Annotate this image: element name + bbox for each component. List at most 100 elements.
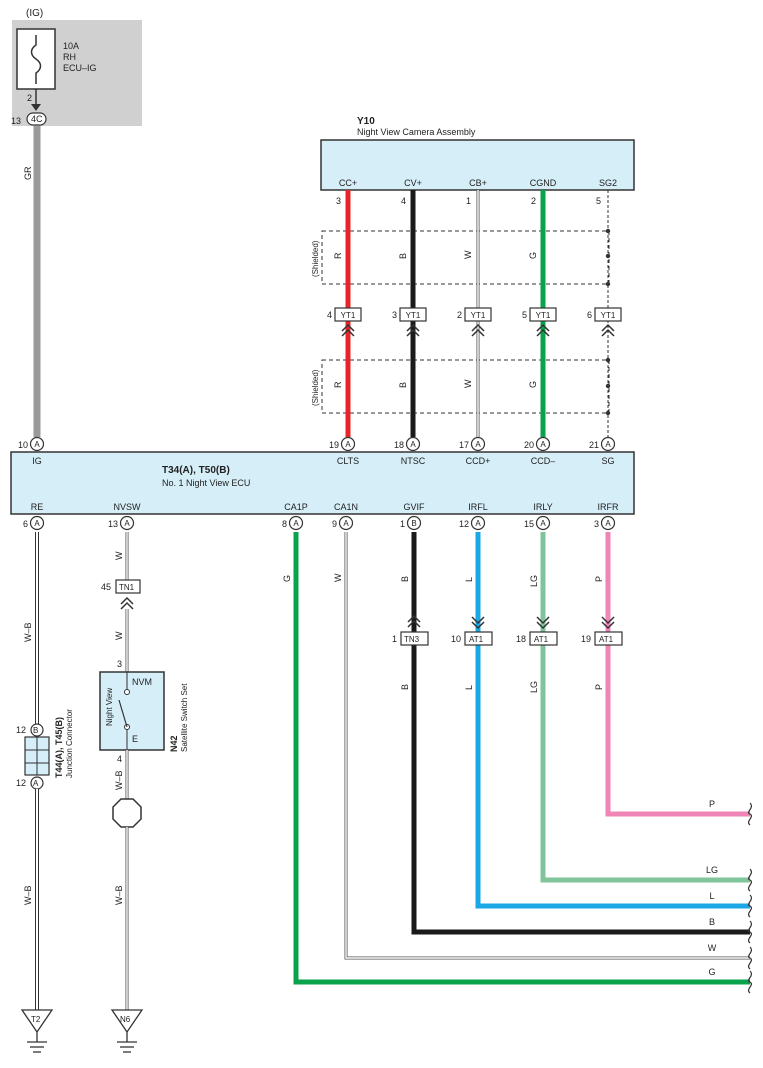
ecu-bottom-pin-circle <box>406 515 422 531</box>
ecu-bottom-pin-circle <box>288 515 304 531</box>
irfr-wire <box>605 532 750 817</box>
connector-at1-irfl: AT1 10 <box>451 616 493 646</box>
camera-wire-code: W <box>463 250 473 259</box>
camera-wire-code: R <box>333 252 343 259</box>
connector-4c-label: 4C <box>31 114 43 124</box>
connector-tn1 <box>115 579 141 594</box>
camera-wire-code: W <box>463 379 473 388</box>
ecu-bottom-pin-circle <box>119 515 135 531</box>
ecu-bottom-pin-number: 9 <box>332 519 337 529</box>
fuse-side: RH <box>63 52 76 62</box>
ca1n-wire-code: W <box>333 573 343 582</box>
ecu-box <box>10 451 635 515</box>
camera-pin-name: CGND <box>530 178 557 188</box>
shield-box-lower <box>321 359 610 414</box>
switch-id: N42 <box>169 735 179 752</box>
ecu-top-pin-conn: A <box>345 440 351 449</box>
ecu-top-pin-conn: A <box>540 440 546 449</box>
chevron-up-icon <box>601 323 615 337</box>
camera-pin-name: SG2 <box>599 178 617 188</box>
camera-id: Y10 <box>357 116 375 127</box>
connector-4c <box>26 112 47 126</box>
chevron-up-icon <box>406 323 420 337</box>
camera-pin-name: CB+ <box>469 178 487 188</box>
svg-text:19: 19 <box>581 634 591 644</box>
ecu-bottom-pin-number: 3 <box>594 519 599 529</box>
svg-text:1: 1 <box>392 634 397 644</box>
ecu-bottom-pin-conn: B <box>411 519 416 528</box>
ecu-top-pin-circle <box>470 436 486 452</box>
ground-n6-label: N6 <box>120 1015 131 1024</box>
ecu-top-pin-circle <box>340 436 356 452</box>
ground-t2-label: T2 <box>31 1015 41 1024</box>
ecu-top-pin-name: CCD+ <box>466 456 491 466</box>
ecu-top-pin-name: IG <box>32 456 42 466</box>
connector-yt1-label: YT1 <box>601 311 616 320</box>
ecu-bottom-pin-name: CA1P <box>284 502 308 512</box>
svg-text:AT1: AT1 <box>469 635 484 644</box>
connector-at1-irly: AT1 18 <box>516 616 558 646</box>
camera-wire-code: B <box>398 382 408 388</box>
irfl-wire <box>475 532 750 909</box>
ecu-bottom-pin-conn: A <box>293 519 299 528</box>
ecu-bottom-pin-number: 8 <box>282 519 287 529</box>
camera-pin-number: 1 <box>466 196 471 206</box>
ecu-bottom-pin-conn: A <box>343 519 349 528</box>
junction-pin-4c: 13 <box>11 116 21 126</box>
right-edge-wire-label: L <box>709 891 714 901</box>
ecu-bottom-pin-name: RE <box>31 502 44 512</box>
tn1-chevron-icon <box>120 596 134 610</box>
connector-yt1-pin: 2 <box>457 310 462 320</box>
splice-octagon-icon <box>112 798 142 828</box>
switch-pin-in: 3 <box>117 659 122 669</box>
junction-top-pin: 12 <box>16 725 26 735</box>
ecu-bottom-pin-circle <box>29 515 45 531</box>
ecu-bottom-pin-circle <box>600 515 616 531</box>
ecu-top-pin-circle <box>600 436 616 452</box>
switch-name: Satellite Switch Set <box>180 683 189 752</box>
ecu-bottom-pin-conn: A <box>605 519 611 528</box>
gr-wire-code: GR <box>23 166 33 180</box>
re-wire-code-upper: W–B <box>23 622 33 642</box>
wire-break-icon <box>747 946 753 970</box>
irly-wire-code-lower: LG <box>529 681 539 693</box>
ecu-bottom-pin-number: 12 <box>459 519 469 529</box>
shielded-label-lower: (Shielded) <box>311 369 320 406</box>
nvsw-wire-code-3: W–B <box>114 770 124 790</box>
shielded-label-upper: (Shielded) <box>311 240 320 277</box>
wire-break-icon <box>747 868 753 892</box>
nvsw-wire-code-2: W <box>114 631 124 640</box>
arrow-down-icon <box>31 104 41 111</box>
ecu-top-pin-number: 21 <box>589 440 599 450</box>
ecu-top-pin-circle <box>535 436 551 452</box>
connector-yt1-label: YT1 <box>406 311 421 320</box>
ecu-bottom-pin-number: 6 <box>23 519 28 529</box>
switch-e: E <box>132 734 138 744</box>
camera-box <box>320 139 635 191</box>
switch-inner-title: Night View <box>105 688 114 726</box>
re-wire-code-lower: W–B <box>23 885 33 905</box>
junction-bottom-conn: A <box>33 779 39 788</box>
ca1p-wire-code: G <box>282 575 292 582</box>
nvsw-wire-code-1: W <box>114 551 124 560</box>
ecu-top-pin-name: NTSC <box>401 456 426 466</box>
camera-wire-code: G <box>528 252 538 259</box>
connector-at1-irfr: AT1 19 <box>581 616 623 646</box>
ecu-top-pin-conn: A <box>410 440 416 449</box>
camera-wire-code: B <box>398 253 408 259</box>
ground-icon-t2 <box>20 1009 54 1034</box>
ecu-bottom-pin-circle <box>535 515 551 531</box>
ecu-bottom-pin-name: NVSW <box>114 502 142 512</box>
wire-break-icon <box>747 920 753 944</box>
ecu-bottom-pin-number: 1 <box>400 519 405 529</box>
irfr-wire-code-lower: P <box>594 684 604 690</box>
fuse-pin: 2 <box>27 93 32 103</box>
svg-text:AT1: AT1 <box>599 635 614 644</box>
camera-pin-name: CC+ <box>339 178 357 188</box>
svg-text:18: 18 <box>516 634 526 644</box>
ecu-top-pin-name: CCD– <box>531 456 556 466</box>
wire-break-icon <box>747 894 753 918</box>
